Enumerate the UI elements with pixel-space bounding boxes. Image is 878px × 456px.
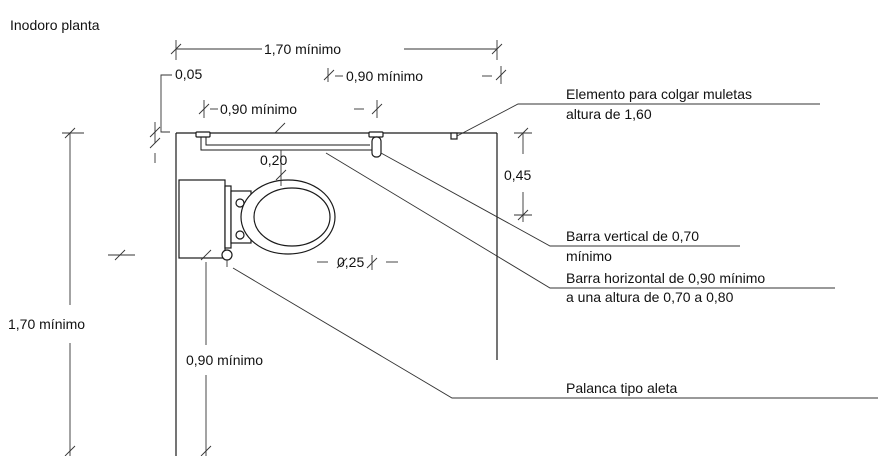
dim-lever-offset: 0,25: [337, 254, 364, 270]
vertical-bar: [371, 136, 382, 158]
bar-mount-left: [195, 131, 211, 138]
crutch-hook-label-2: altura de 1,60: [566, 106, 652, 122]
plan-title: Inodoro planta: [10, 17, 100, 33]
room-walls: [175, 132, 498, 456]
horizontal-bar-label-2: a una altura de 0,70 a 0,80: [566, 289, 734, 305]
dim-bar-length: 0,90 mínimo: [220, 101, 297, 117]
dimension-lines: [62, 40, 532, 456]
vertical-bar-label-1: Barra vertical de 0,70: [566, 228, 699, 244]
crutch-hook: [450, 132, 458, 140]
horizontal-bar-label-1: Barra horizontal de 0,90 mínimo: [566, 270, 765, 286]
lever-flap: [221, 249, 233, 261]
toilet-bowl-inner: [253, 187, 331, 247]
dim-bar-offset: 0,20: [260, 152, 287, 168]
dim-total-width: 1,70 mínimo: [264, 41, 341, 57]
horizontal-bar-inner: [205, 137, 370, 146]
dim-wall-gap: 0,05: [175, 66, 202, 82]
bar-mount-right: [368, 131, 384, 138]
horizontal-bar: [200, 137, 374, 151]
lever-label: Palanca tipo aleta: [566, 380, 678, 396]
crutch-hook-label-1: Elemento para colgar muletas: [566, 86, 752, 102]
vertical-bar-label-2: mínimo: [566, 248, 612, 264]
dim-crutch-offset: 0,45: [504, 167, 531, 183]
seat-hinge-bottom: [235, 230, 245, 240]
dim-total-depth: 1,70 mínimo: [8, 316, 85, 332]
tank-connector: [224, 185, 232, 249]
callout-leaders: [232, 103, 878, 399]
dim-right-clearance: 0,90 mínimo: [346, 68, 423, 84]
grab-bars: [195, 131, 458, 158]
toilet-fixture: [178, 179, 336, 267]
dim-front-clearance: 0,90 mínimo: [186, 352, 263, 368]
toilet-tank: [178, 179, 226, 259]
